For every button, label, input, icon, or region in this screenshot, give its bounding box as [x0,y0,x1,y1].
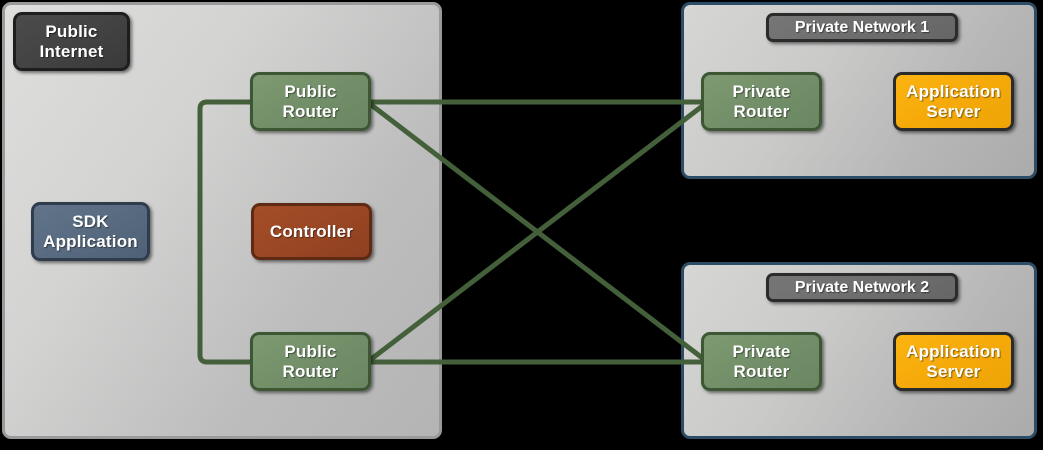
label-private-network-1: Private Network 1 [766,13,958,42]
node-application-server-2[interactable]: Application Server [893,332,1014,391]
node-controller[interactable]: Controller [251,203,372,260]
label-private-network-2: Private Network 2 [766,273,958,302]
node-private-router-2[interactable]: Private Router [701,332,822,391]
node-sdk-application[interactable]: SDK Application [31,202,150,261]
node-public-router-top[interactable]: Public Router [250,72,371,131]
label-public-internet: Public Internet [13,12,130,71]
node-application-server-1[interactable]: Application Server [893,72,1014,131]
node-public-router-bottom[interactable]: Public Router [250,332,371,391]
node-private-router-1[interactable]: Private Router [701,72,822,131]
